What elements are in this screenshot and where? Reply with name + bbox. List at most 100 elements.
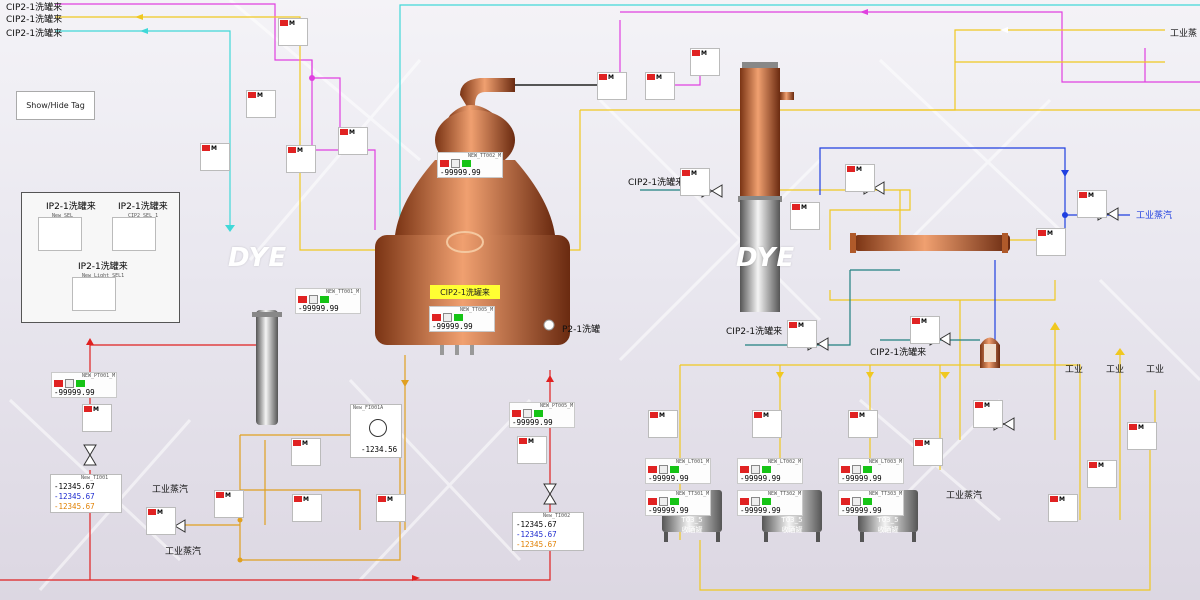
temp-box-left[interactable]: New_TI001 -12345.67 -12345.67 -12345.67 — [50, 474, 122, 513]
tag-tt005[interactable]: NEW_TT005_M -99999.99 — [429, 306, 495, 332]
tag-name: NEW_LT001_M — [676, 459, 710, 465]
valve-control[interactable]: M — [597, 72, 627, 100]
manual-icon: M — [297, 146, 303, 154]
manual-icon: M — [349, 128, 355, 136]
manual-icon: M — [924, 439, 930, 447]
valve-control[interactable]: M — [645, 72, 675, 100]
valve-control[interactable]: M — [214, 490, 244, 518]
valve-control[interactable]: M — [1048, 494, 1078, 522]
tag-name: NEW_TT005_M — [460, 307, 494, 313]
valve-control[interactable]: M — [200, 143, 230, 171]
manual-icon: M — [289, 19, 295, 27]
valve-control[interactable]: M — [845, 164, 875, 192]
panel-item-label-3: IP2-1洗罐来 — [78, 262, 128, 272]
tag-value: -99999.99 — [512, 418, 553, 427]
panel-select-2[interactable] — [112, 217, 156, 251]
status-icon — [852, 497, 861, 506]
panel-item-label-1: IP2-1洗罐来 — [46, 202, 96, 212]
valve-control[interactable]: M — [790, 202, 820, 230]
tag-pt005[interactable]: NEW_PT005_M -99999.99 — [509, 402, 575, 428]
panel-select-1[interactable] — [38, 217, 82, 251]
tag-tt002[interactable]: NEW_TT002_M -99999.99 — [437, 152, 503, 178]
tank-3-id: T03_5 — [877, 516, 899, 524]
panel-select-3[interactable] — [72, 277, 116, 311]
cip-label-column: CIP2-1洗罐来 — [628, 178, 685, 188]
valve-control[interactable]: M — [1077, 190, 1107, 218]
box-value-2: -12345.67 — [54, 492, 95, 501]
valve-control[interactable]: M — [690, 48, 720, 76]
tag-name: NEW_TT302_M — [768, 491, 802, 497]
box-value-1: -12345.67 — [516, 520, 557, 529]
alarm-icon — [340, 129, 348, 135]
manual-icon: M — [302, 439, 308, 447]
tag-lt003[interactable]: NEW_LT003_M -99999.99 — [838, 458, 904, 484]
cip-label-sight: CIP2-1洗罐来 — [870, 348, 927, 358]
manual-icon: M — [608, 73, 614, 81]
tag-tt302[interactable]: NEW_TT302_M -99999.99 — [737, 490, 803, 516]
show-hide-tag-button[interactable]: Show/Hide Tag — [16, 91, 95, 120]
temp-box-mid[interactable]: New_TI002 -12345.67 -12345.67 -12345.67 — [512, 512, 584, 551]
manual-icon: M — [856, 165, 862, 173]
manual-icon: M — [801, 203, 807, 211]
valve-control[interactable]: M — [286, 145, 316, 173]
ok-icon — [863, 466, 872, 473]
valve-control[interactable]: M — [848, 410, 878, 438]
tank-1-id: T03_5 — [681, 516, 703, 524]
valve-control[interactable]: M — [517, 436, 547, 464]
valve-control[interactable]: M — [82, 404, 112, 432]
tag-tt001[interactable]: NEW_TT001_M -99999.99 — [295, 288, 361, 314]
valve-control[interactable]: M — [292, 494, 322, 522]
valve-control[interactable]: M — [913, 438, 943, 466]
status-icon — [443, 313, 452, 322]
valve-control[interactable]: M — [752, 410, 782, 438]
valve-control[interactable]: M — [648, 410, 678, 438]
valve-control[interactable]: M — [1036, 228, 1066, 256]
valve-control[interactable]: M — [910, 316, 940, 344]
alarm-icon — [648, 498, 657, 505]
valve-control[interactable]: M — [1127, 422, 1157, 450]
tag-pt001[interactable]: NEW_PT001_M -99999.99 — [51, 372, 117, 398]
alarm-icon — [202, 145, 210, 151]
alarm-icon — [915, 440, 923, 446]
tag-tt303[interactable]: NEW_TT303_M -99999.99 — [838, 490, 904, 516]
status-icon — [751, 497, 760, 506]
valve-control[interactable]: M — [146, 507, 176, 535]
tag-name: NEW_TT303_M — [869, 491, 903, 497]
valve-control[interactable]: M — [291, 438, 321, 466]
alarm-icon — [1089, 462, 1097, 468]
distillation-column — [738, 62, 794, 312]
valve-control[interactable]: M — [680, 168, 710, 196]
manual-icon: M — [1059, 495, 1065, 503]
alarm-icon — [754, 412, 762, 418]
tag-value: -99999.99 — [841, 474, 882, 483]
tag-lt002[interactable]: NEW_LT002_M -99999.99 — [737, 458, 803, 484]
box-value-1: -12345.67 — [54, 482, 95, 491]
watermark-logo-left: DYE — [228, 243, 288, 273]
tag-lt001[interactable]: NEW_LT001_M -99999.99 — [645, 458, 711, 484]
tag-value: -99999.99 — [432, 322, 473, 331]
tag-value: -99999.99 — [54, 388, 95, 397]
valve-control[interactable]: M — [338, 127, 368, 155]
alarm-icon — [650, 412, 658, 418]
alarm-icon — [789, 322, 797, 328]
ok-icon — [76, 380, 85, 387]
industrial-label-3: 工业 — [1146, 365, 1165, 375]
watermark-logo-right: DYE — [736, 243, 796, 273]
alarm-icon — [54, 380, 63, 387]
tag-tt301[interactable]: NEW_TT301_M -99999.99 — [645, 490, 711, 516]
manual-icon: M — [798, 321, 804, 329]
valve-control[interactable]: M — [787, 320, 817, 348]
status-icon — [523, 409, 532, 418]
manual-icon: M — [257, 91, 263, 99]
valve-control[interactable]: M — [278, 18, 308, 46]
valve-control[interactable]: M — [246, 90, 276, 118]
status-icon — [659, 497, 668, 506]
valve-control[interactable]: M — [973, 400, 1003, 428]
alarm-icon — [975, 402, 983, 408]
valve-control[interactable]: M — [376, 494, 406, 522]
valve-control[interactable]: M — [1087, 460, 1117, 488]
flow-meter-box[interactable]: New_FI001A -1234.56 — [350, 404, 402, 458]
flow-value: -1234.56 — [361, 445, 398, 454]
ok-icon — [762, 498, 771, 505]
tag-name: NEW_PT001_M — [82, 373, 116, 379]
